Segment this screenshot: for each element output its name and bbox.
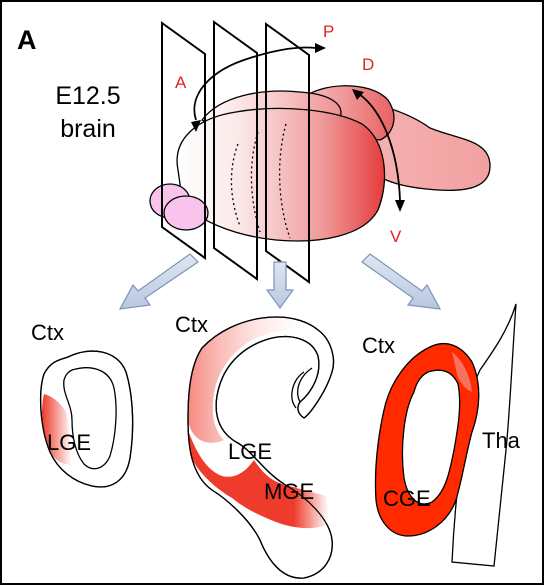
section-3-tha-label: Tha xyxy=(482,428,521,453)
section-1-lge-label: LGE xyxy=(47,430,91,455)
section-2-mge-label: MGE xyxy=(264,479,314,504)
section-1 xyxy=(41,351,133,487)
axis-label-posterior: P xyxy=(323,22,334,41)
section-2-ctx-label: Ctx xyxy=(175,312,208,337)
section-1-ctx-label: Ctx xyxy=(31,320,64,345)
section-2-lge-label: LGE xyxy=(228,439,272,464)
section-3-cge-label: CGE xyxy=(383,486,431,511)
forebrain xyxy=(177,108,384,241)
olfactory-bulb-front xyxy=(164,196,208,230)
brain-3d xyxy=(150,86,490,241)
axis-label-ventral: V xyxy=(390,227,402,246)
section-3-ctx-label: Ctx xyxy=(362,333,395,358)
panel-letter: A xyxy=(17,25,37,55)
arrow-to-section-2 xyxy=(267,262,293,308)
arrowhead-posterior xyxy=(315,43,326,53)
axis-label-anterior: A xyxy=(175,73,187,92)
arrowhead-ventral xyxy=(395,200,405,212)
section-arrows xyxy=(120,254,440,309)
arrow-to-section-1 xyxy=(120,254,198,309)
stage-label-line2: brain xyxy=(60,115,116,143)
stage-label-line1: E12.5 xyxy=(55,82,120,110)
arrow-to-section-3 xyxy=(362,254,440,309)
axis-label-dorsal: D xyxy=(362,55,374,74)
